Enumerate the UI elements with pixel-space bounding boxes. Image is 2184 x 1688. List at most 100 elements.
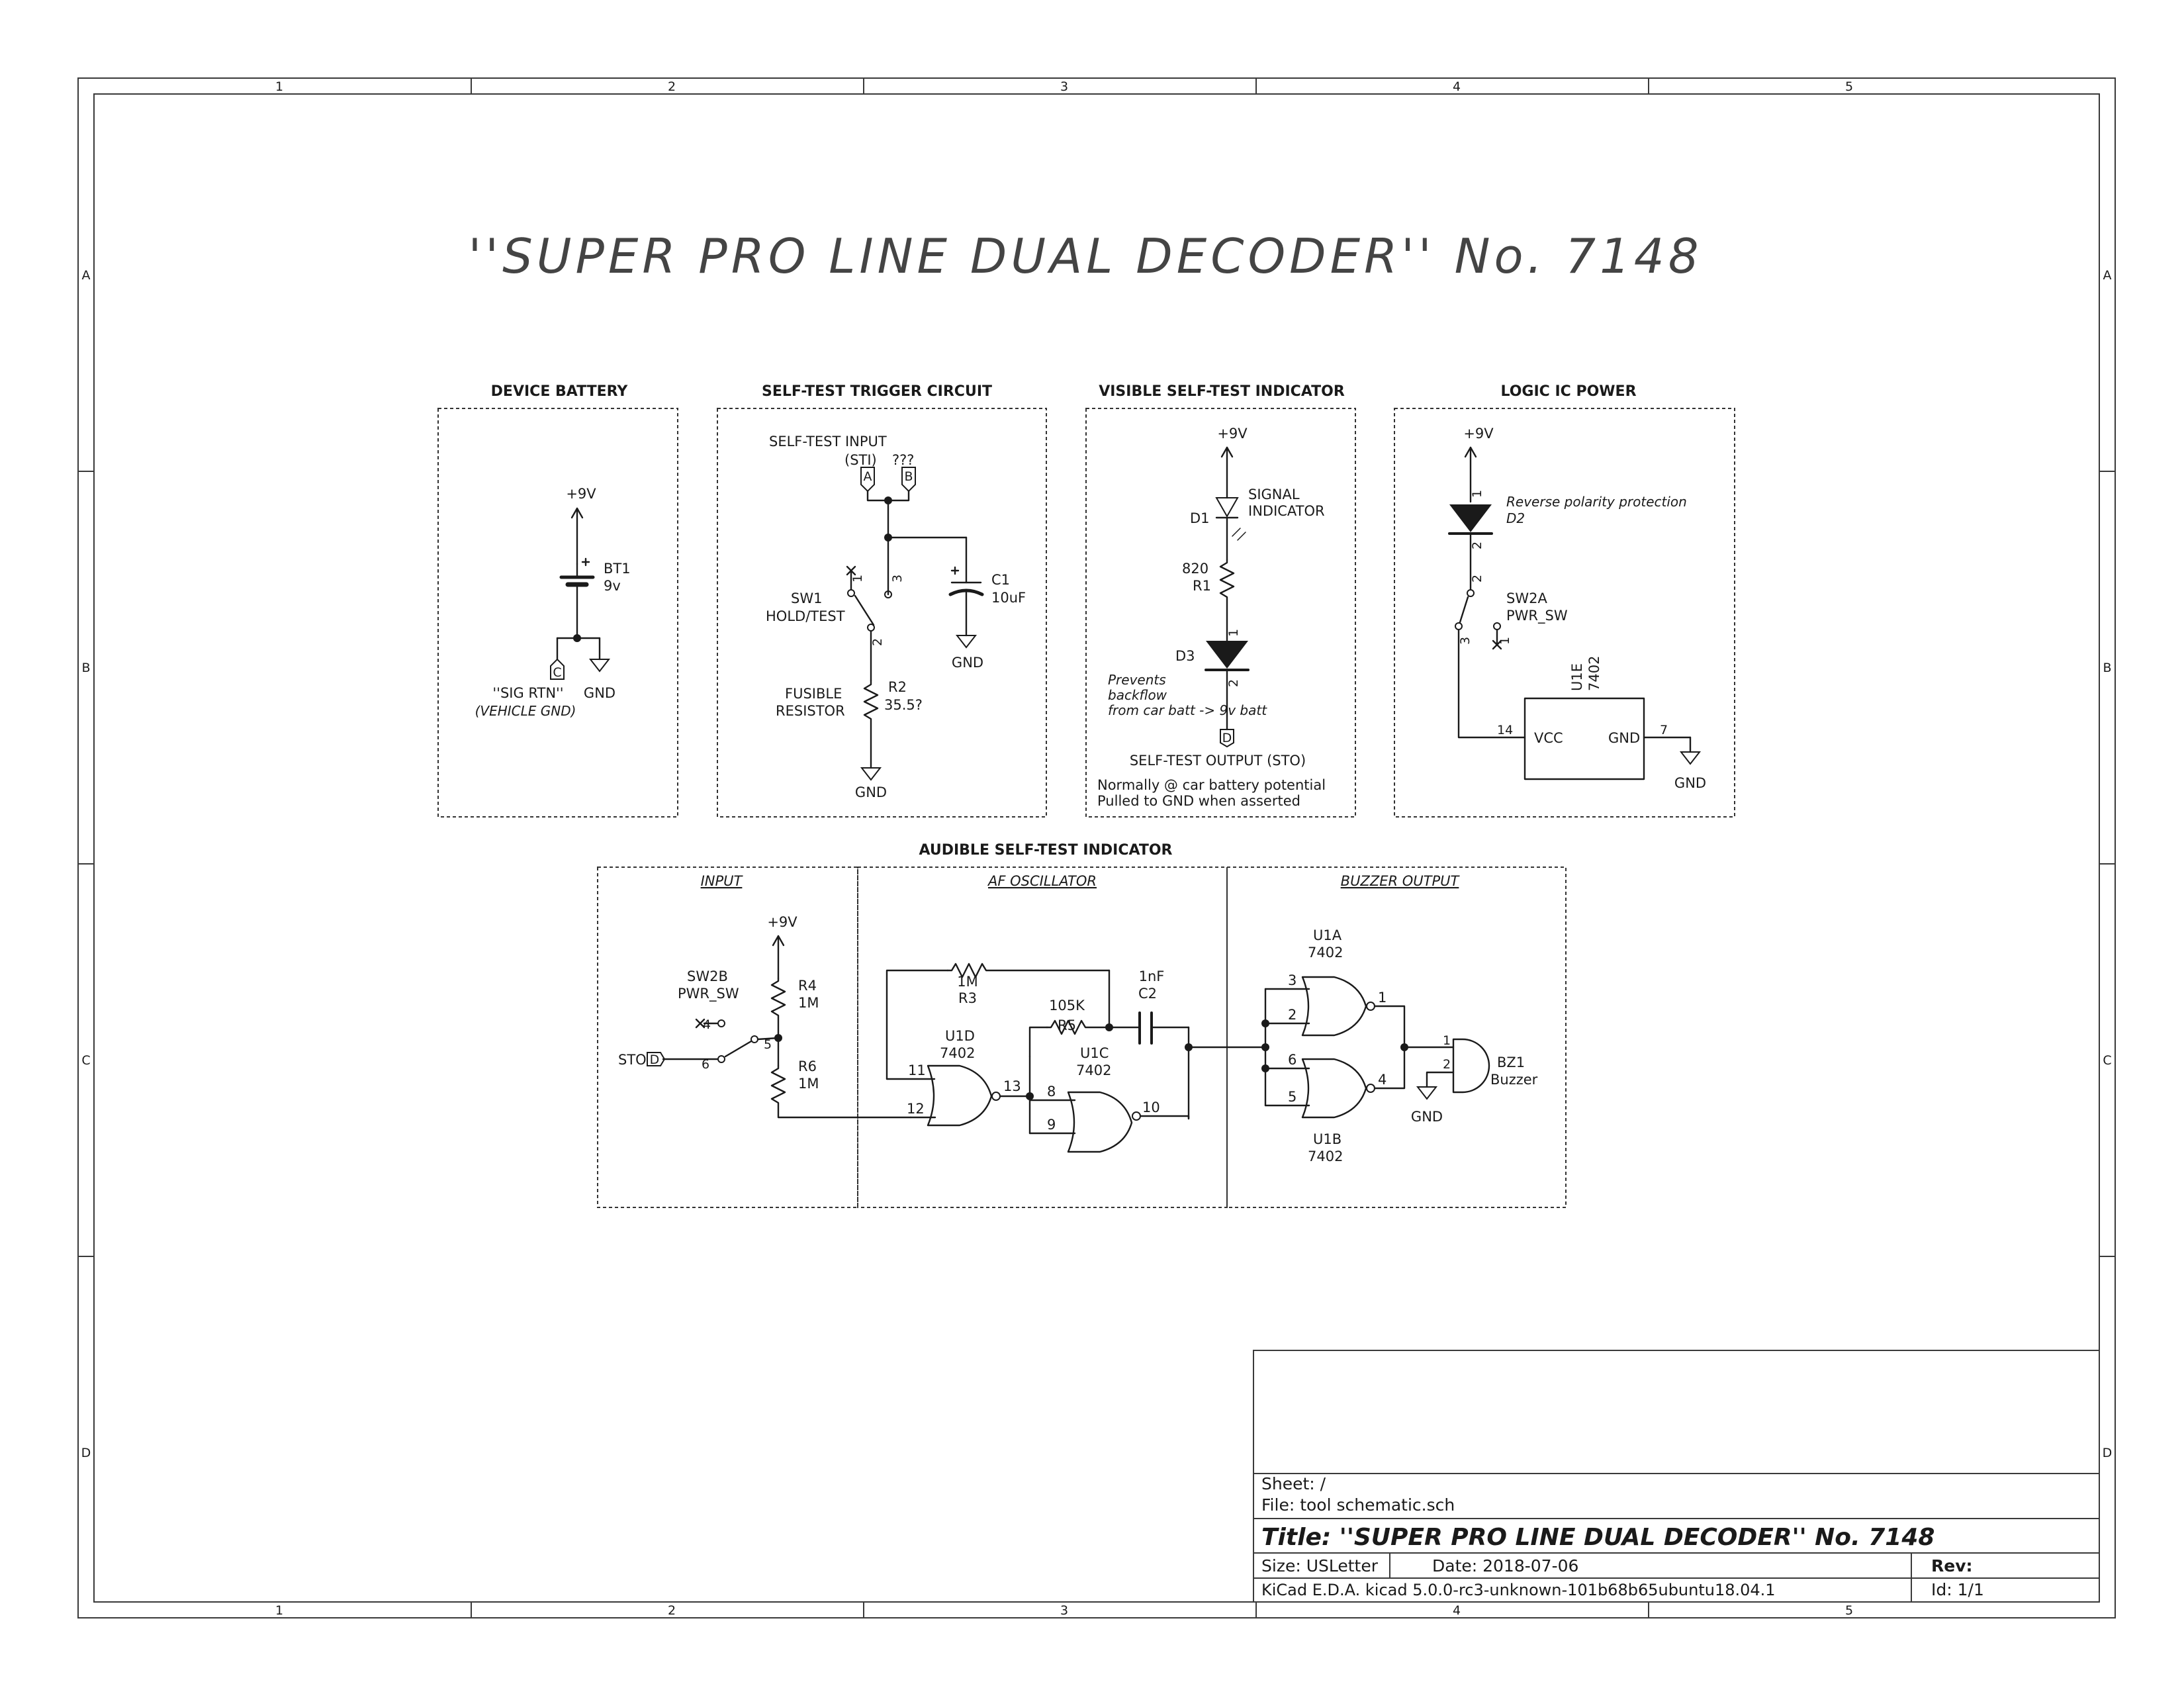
subsection-title-input: INPUT [701,873,744,889]
sw2a-pin3: 3 [1458,637,1473,645]
battery-ref: BT1 [604,561,631,577]
buzzer-bz1-icon [1416,1038,1490,1100]
diode-d3-icon [1205,641,1250,731]
row-label-right: A [2103,268,2112,283]
title-block-tool: KiCad E.D.A. kicad 5.0.0-rc3-unknown-101… [1261,1581,1776,1599]
logic-power-circuit: +9V 1 2 Reverse polarity protection D2 2… [1448,426,1706,791]
u1d-value: 7402 [940,1045,975,1061]
visible-footnote-1: Normally @ car battery potential [1097,777,1326,793]
buzzer-gnd-label: GND [1411,1109,1443,1125]
logic-power-box [1394,408,1735,818]
row-label-left: B [81,661,90,675]
resistor-r6-icon [770,1064,912,1119]
row-label-left: D [81,1446,91,1460]
r4-value: 1M [798,995,819,1011]
sw2a-pin1: 1 [1498,637,1512,645]
u1a-value: 7402 [1308,945,1343,961]
u1b-pin4: 4 [1378,1072,1387,1088]
battery-value: 9v [604,578,621,594]
res-r2-value: 35.5? [884,697,923,713]
u1b-ref: U1B [1313,1131,1342,1147]
trigger-input-label: SELF-TEST INPUT [769,434,887,449]
title-block [1253,1350,2100,1603]
section-title-audible: AUDIBLE SELF-TEST INDICATOR [919,842,1173,859]
title-block-file: File: tool schematic.sch [1261,1495,1455,1515]
port-b-letter: B [904,469,913,484]
cap-c1-value: 10uF [991,590,1026,606]
audible-input-box [597,867,858,1208]
u1a-pin2: 2 [1288,1007,1297,1023]
row-label-left: C [81,1053,90,1068]
resistor-label-2: RESISTOR [776,703,845,719]
resistor-r5-icon [1046,1019,1141,1035]
r5-value: 105K [1049,998,1085,1013]
c2-ref: C2 [1138,986,1157,1002]
col-label-top: 1 [275,79,283,94]
sw2b-name: PWR_SW [678,986,739,1002]
c2-value: 1nF [1139,968,1165,984]
visible-supply-label: +9V [1217,426,1248,442]
bz-value: Buzzer [1490,1072,1538,1088]
switch-sw2a-icon [1455,589,1526,739]
port-c-letter: C [553,665,561,680]
sheet-frame [77,77,2116,1618]
title-block-title: Title: ''SUPER PRO LINE DUAL DECODER'' N… [1261,1524,1934,1551]
sw2b-pin4: 4 [703,1017,711,1032]
visible-footnote-2: Pulled to GND when asserted [1097,793,1300,809]
visible-note-1: Prevents [1108,672,1166,688]
audible-buzzer-circuit: U1A 7402 3 2 1 6 5 4 U1B 7402 1 2 BZ1 Bu… [1187,927,1538,1164]
audible-oscillator-circuit: 1M R3 105K R5 R5 1nF C2 U1D 7402 [886,962,1193,1153]
u1c-pin8: 8 [1047,1084,1056,1100]
audible-buzzer-box [1226,867,1567,1208]
row-label-left: A [82,268,91,283]
u1d-pin11: 11 [908,1062,926,1078]
battery-gnd-label: GND [584,685,615,701]
u1c-pin9: 9 [1047,1117,1056,1133]
trigger-box [717,408,1047,818]
port-c-icon [550,658,565,680]
cap-gnd-label: GND [952,655,983,671]
d3-ref: D3 [1175,648,1195,664]
u1a-ref: U1A [1313,927,1342,943]
r1-value: 820 [1182,561,1208,577]
u1e-vcc: VCC [1534,730,1563,746]
led-d1-icon [1215,497,1246,561]
sw2a-name: PWR_SW [1506,608,1568,624]
row-label-right: B [2103,661,2111,675]
col-label-top: 3 [1060,79,1068,94]
col-label-bottom: 4 [1453,1603,1461,1618]
capacitor-c1-icon [948,566,984,637]
junction-dot [884,496,892,504]
subsection-title-buzzer: BUZZER OUTPUT [1341,873,1461,889]
visible-note-3: from car batt -> 9v batt [1108,702,1267,718]
res-r2-ref: R2 [888,679,907,695]
u1b-pin5: 5 [1288,1089,1297,1105]
power-arrow-icon [570,507,584,565]
u1b-pin6: 6 [1288,1052,1297,1068]
port-d-icon [1220,729,1234,748]
resistor-r4-icon [770,977,786,1067]
port-d-letter: D [1222,731,1232,745]
col-label-top: 5 [1845,79,1853,94]
nor-gate-u1d-icon [886,1064,1031,1127]
sto-port-letter: D [650,1053,660,1067]
d2-note: Reverse polarity protection [1506,494,1687,510]
title-block-rev: Rev: [1931,1556,1973,1575]
nor-gate-u1b-icon [1264,1046,1406,1119]
ground-icon [955,635,978,649]
port-a-letter: A [864,469,872,484]
d1-label-1: SIGNAL [1248,487,1300,502]
sw1-pin2: 2 [870,638,885,646]
r3-value: 1M [957,974,978,990]
u1a-pin3: 3 [1288,972,1297,988]
u1d-pin12: 12 [907,1101,925,1117]
u1d-pin13: 13 [1003,1078,1021,1094]
section-title-trigger: SELF-TEST TRIGGER CIRCUIT [762,383,992,400]
capacitor-c2-icon [1138,1011,1190,1045]
resistor-r2-icon [863,679,879,769]
trigger-circuit: SELF-TEST INPUT (STI) ??? A B C1 10uF GN… [766,434,1026,800]
r4-ref: R4 [798,978,817,994]
bz-ref: BZ1 [1497,1055,1525,1070]
port-d-icon [647,1052,666,1066]
